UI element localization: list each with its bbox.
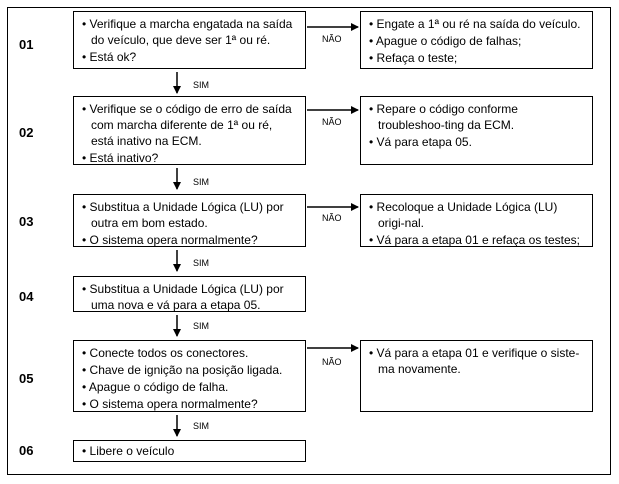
step-01-no-box: • Engate a 1ª ou ré na saída do veículo.… [360,11,593,69]
no-label: NÃO [322,357,342,367]
step-05-no-item: • Vá para a etapa 01 e verifique o siste… [369,346,580,376]
step-02-no-box: • Repare o código conforme troubleshoo-t… [360,96,593,165]
step-03-box: • Substitua a Unidade Lógica (LU) por ou… [73,194,306,247]
no-label: NÃO [322,34,342,44]
step-02-no-item: • Repare o código conforme troubleshoo-t… [369,102,518,132]
step-02-box: • Verifique se o código de erro de saída… [73,96,306,165]
step-01-box: • Verifique a marcha engatada na saída d… [73,11,306,69]
step-01-no-item: • Refaça o teste; [369,51,458,65]
step-02-no-item: • Vá para etapa 05. [369,135,472,149]
step-01-no-item: • Engate a 1ª ou ré na saída do veículo. [369,17,581,31]
step-number-02: 02 [19,125,34,140]
step-03-no-item: • Recoloque a Unidade Lógica (LU) origi-… [369,200,558,230]
step-02-item: • Verifique se o código de erro de saída… [82,102,292,148]
yes-label: SIM [193,80,210,90]
step-06-box: • Libere o veículo [73,440,306,462]
yes-label: SIM [193,177,210,187]
step-05-item: • O sistema opera normalmente? [82,397,258,411]
step-number-04: 04 [19,289,34,304]
step-04-box: • Substitua a Unidade Lógica (LU) por um… [73,276,306,312]
step-04-item: • Substitua a Unidade Lógica (LU) por um… [82,282,284,312]
step-03-no-box: • Recoloque a Unidade Lógica (LU) origi-… [360,194,593,247]
yes-label: SIM [193,321,210,331]
step-01-item: • Está ok? [82,50,137,64]
step-number-05: 05 [19,371,34,386]
step-06-item: • Libere o veículo [82,444,175,458]
step-03-no-item: • Vá para a etapa 01 e refaça os testes; [369,233,581,247]
yes-label: SIM [193,421,210,431]
diagram-frame [7,7,611,475]
step-05-no-box: • Vá para a etapa 01 e verifique o siste… [360,340,593,412]
step-03-item: • O sistema opera normalmente? [82,233,258,247]
no-label: NÃO [322,117,342,127]
step-05-item: • Chave de ignição na posição ligada. [82,363,283,377]
step-02-item: • Está inativo? [82,151,159,165]
step-05-item: • Apague o código de falha. [82,380,229,394]
step-number-01: 01 [19,37,34,52]
yes-label: SIM [193,258,210,268]
step-number-06: 06 [19,443,34,458]
no-label: NÃO [322,213,342,223]
step-05-box: • Conecte todos os conectores. • Chave d… [73,340,306,412]
step-03-item: • Substitua a Unidade Lógica (LU) por ou… [82,200,284,230]
step-01-item: • Verifique a marcha engatada na saída d… [82,17,293,47]
step-01-no-item: • Apague o código de falhas; [369,34,522,48]
step-number-03: 03 [19,214,34,229]
step-05-item: • Conecte todos os conectores. [82,346,249,360]
